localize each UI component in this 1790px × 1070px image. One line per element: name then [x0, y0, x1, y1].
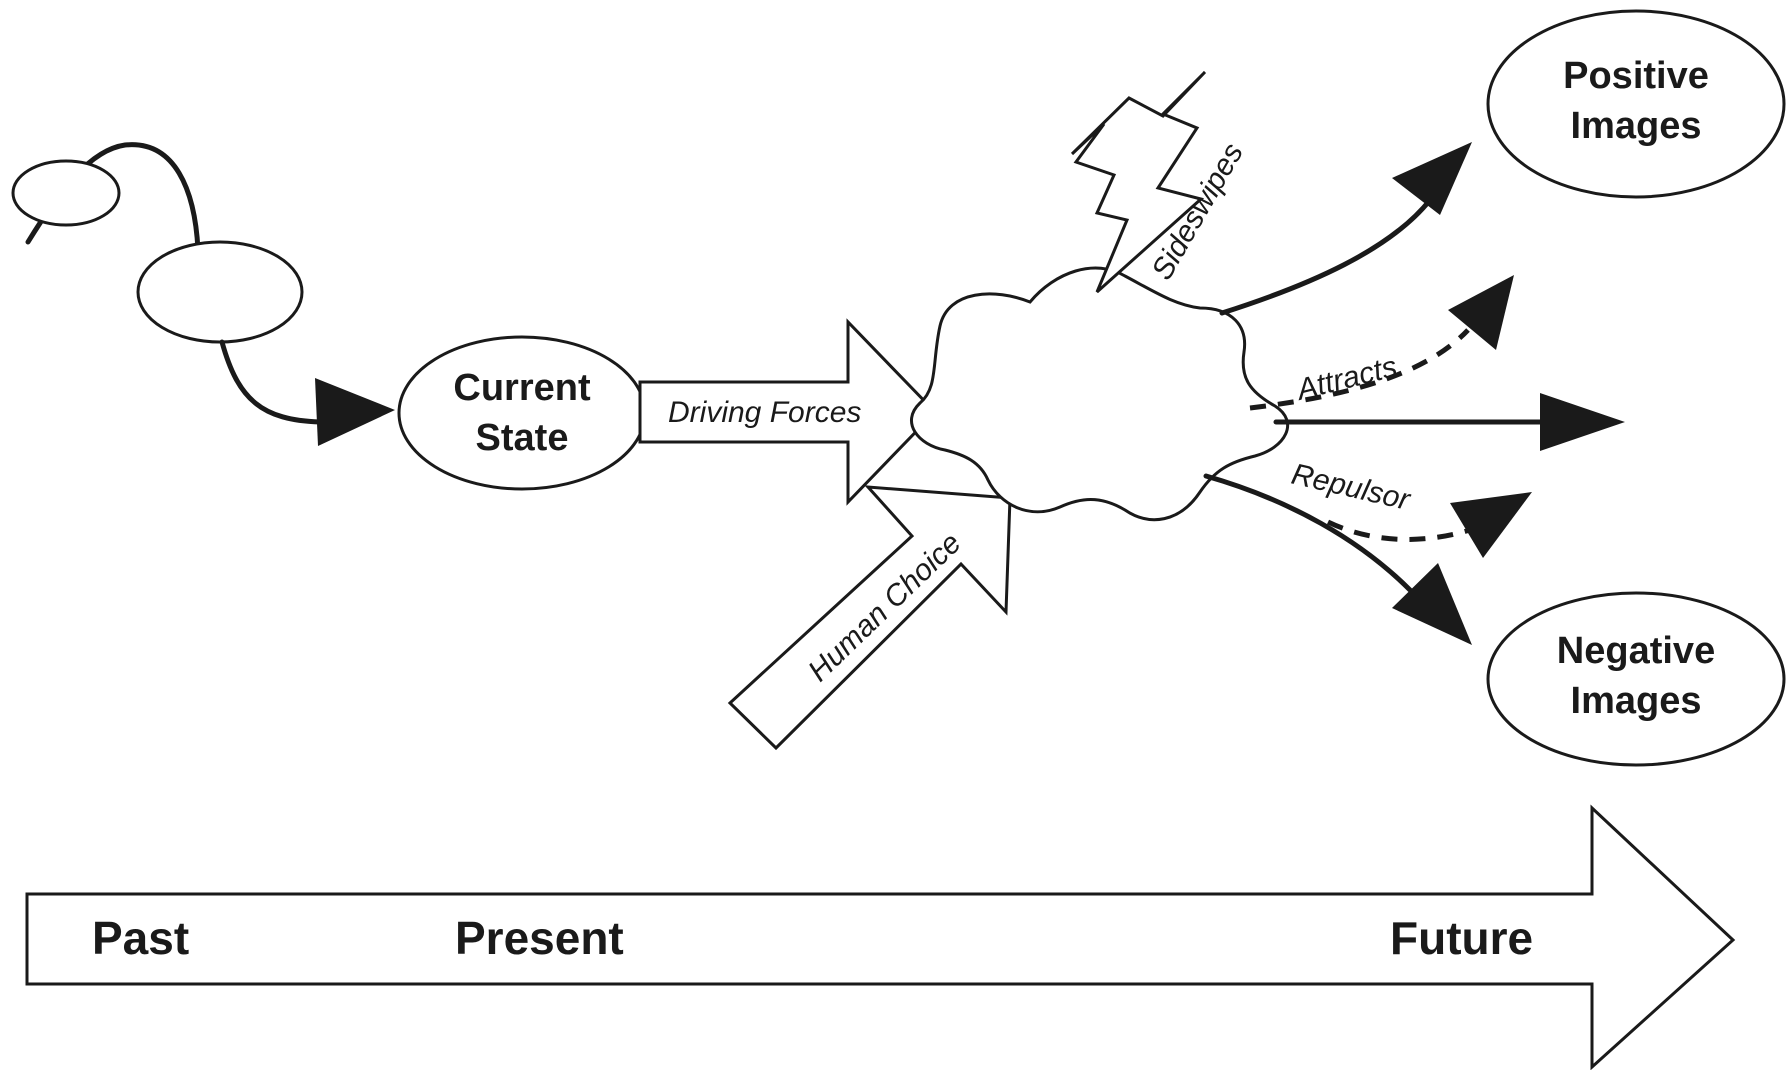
current-state-label-line2: State	[476, 417, 569, 459]
continuing-trend-arrowhead	[1540, 393, 1625, 451]
human-choice-label: Human Choice	[802, 526, 968, 688]
positive-outcome-arrowhead	[1392, 142, 1472, 215]
negative-images-label-line2: Images	[1571, 680, 1702, 722]
repulsor-arrowhead	[1450, 492, 1532, 558]
attracts-arrowhead	[1448, 275, 1514, 350]
positive-images-label-line1: Positive	[1563, 55, 1709, 97]
sideswipes-lightning-icon	[1070, 70, 1207, 294]
timeline-arrow	[25, 804, 1736, 1070]
negative-outcome-arrowhead	[1392, 563, 1472, 645]
human-choice-arrow	[727, 485, 1012, 751]
past-ellipse-large	[136, 240, 304, 344]
driving-forces-arrow	[638, 318, 938, 506]
positive-outcome-line	[1219, 197, 1433, 316]
current-state-label-line1: Current	[453, 367, 591, 409]
path-to-current-line	[219, 339, 323, 425]
current-state-node	[397, 335, 647, 491]
uncertainty-cloud	[909, 266, 1289, 522]
positive-images-label-line2: Images	[1571, 105, 1702, 147]
negative-images-node	[1486, 591, 1786, 767]
attracts-dashed-line	[1249, 328, 1470, 411]
negative-images-label-line1: Negative	[1557, 630, 1715, 672]
attracts-label: Attracts	[1292, 350, 1401, 407]
repulsor-label: Repulsor	[1288, 458, 1413, 517]
timeline-present-label: Present	[455, 912, 624, 964]
positive-images-node	[1486, 9, 1786, 199]
timeline-future-label: Future	[1390, 912, 1533, 964]
past-ellipse-small	[11, 159, 121, 227]
repulsor-dashed-line	[1326, 519, 1471, 542]
path-to-current-arrowhead	[315, 378, 395, 446]
driving-forces-label: Driving Forces	[668, 396, 861, 429]
negative-outcome-line	[1203, 473, 1413, 593]
timeline-past-label: Past	[92, 912, 189, 964]
